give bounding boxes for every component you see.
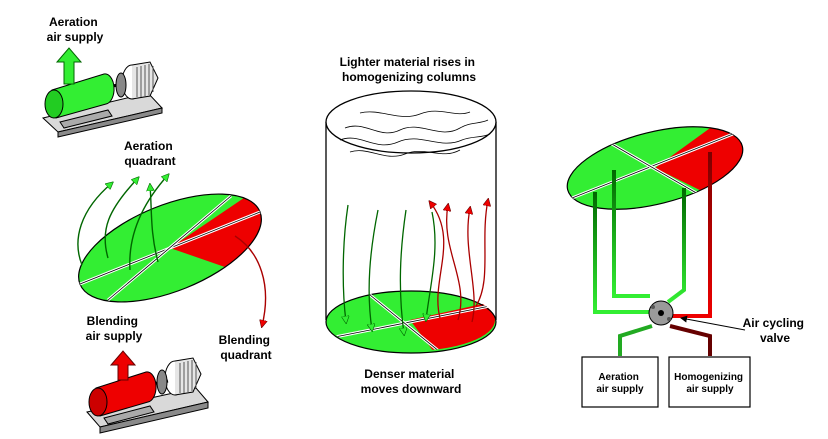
blending-flow-arrow xyxy=(234,235,266,326)
left-blending-disc xyxy=(78,171,277,303)
column-down-arrows xyxy=(343,204,436,334)
aeration-air-supply-box: Aeration air supply xyxy=(581,356,659,408)
blending-quadrant-label: Blending quadrant xyxy=(219,333,274,362)
blending-supply-label: Blending air supply xyxy=(86,314,143,343)
column-up-arrows xyxy=(430,200,488,323)
lighter-material-label: Lighter material rises in homogenizing c… xyxy=(340,55,479,84)
aeration-blower xyxy=(41,47,163,138)
aeration-flow-arrows xyxy=(77,175,168,271)
denser-material-label: Denser material moves downward xyxy=(361,367,462,396)
air-cycling-valve-label: Air cycling valve xyxy=(743,316,808,345)
right-silo-disc xyxy=(566,111,752,210)
blending-blower xyxy=(86,350,209,434)
air-cycling-valve-icon xyxy=(648,300,674,326)
aeration-quadrant-label: Aeration quadrant xyxy=(124,139,176,168)
homogenizing-column xyxy=(325,90,497,354)
box-homogenizing-label: Homogenizing air supply xyxy=(674,372,746,395)
aeration-supply-label-top: Aeration air supply xyxy=(47,15,104,44)
homogenizing-air-supply-box: Homogenizing air supply xyxy=(668,356,751,408)
valve-pointer-arrow xyxy=(680,315,746,331)
box-aeration-label: Aeration air supply xyxy=(596,372,644,395)
